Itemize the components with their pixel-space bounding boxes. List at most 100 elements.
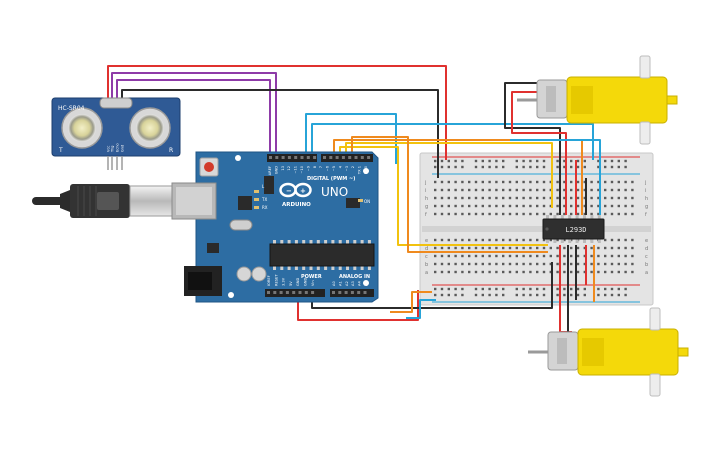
pin-label: 3.3V [282,277,286,286]
row-letter: d [645,246,648,252]
pin-label: 4 [338,165,342,168]
pin-label: 2 [351,166,355,168]
arduino-brand: ARDUINO [282,202,311,208]
header-top-right [321,154,373,162]
row-letter: d [425,246,428,252]
breadboard-channel [422,226,651,232]
pin-label: RESET [274,274,278,286]
pin-label: A2 [345,281,349,286]
svg-text:−: − [286,187,292,195]
row-letter: b [425,262,428,268]
svg-text:+: + [300,187,306,195]
wire-d3-yellow[interactable] [345,142,553,208]
wire-orange-bottom[interactable] [390,291,432,313]
led-on-label: ON [364,199,370,204]
pin-label: 12 [287,166,291,171]
power-label: POWER [301,274,322,280]
pin-label: AREF [268,166,272,175]
wire-chip-blue-1[interactable] [510,139,601,215]
row-letter: a [645,270,648,276]
pin-label: 5V [289,281,293,286]
sensor-pin-label: Gnd [121,145,125,152]
led-tx-label: TX [261,197,267,202]
wire-sensor-gnd[interactable] [121,89,439,178]
dc-motor-bottom[interactable] [528,307,689,397]
wire-d8-blue[interactable] [311,123,594,160]
wire-5v-red[interactable] [297,290,419,321]
dc-motor-top[interactable] [517,55,678,145]
sensor-pin-label: Trig [111,146,115,153]
digital-label: DIGITAL (PWM ~) [307,176,355,182]
pin-label: ~10 [300,165,304,173]
pin-label: A0 [332,281,336,286]
row-letter: c [645,254,648,260]
sensor-header-pins [107,156,123,170]
sensor-label-r: R [169,147,173,154]
wire-motor1-black[interactable] [504,82,561,215]
row-letter: a [425,270,428,276]
sensor-label-t: T [58,147,63,154]
pin-label: GND [274,166,278,174]
sensor-pin-label: Vcc [107,146,111,152]
row-letter: j [644,180,646,186]
pin-label: 8 [313,165,317,168]
row-letter: b [645,262,648,268]
row-letter: i [425,188,426,194]
analog-label: ANALOG IN [339,274,370,280]
sensor-crystal [99,97,133,109]
led-l-label: L [262,184,265,189]
row-letter: g [645,204,648,210]
usb-connector-metal [129,185,173,217]
led-rx-label: RX [262,205,268,210]
pin-label: A4 [358,281,362,286]
arduino-crystal [229,219,253,231]
regulator [207,243,219,253]
wire-d4-yellow[interactable] [339,146,548,246]
pin-label: IOREF [267,275,271,286]
arduino-model: UNO [321,185,348,199]
wire-d2-orange[interactable] [351,136,548,253]
pin-label: GND [304,278,308,286]
row-letter: f [645,212,647,218]
row-letter: g [425,204,428,210]
sensor-model-label: HC-SR04 [58,105,85,112]
pin-label: A1 [338,281,342,286]
row-letter: i [645,188,646,194]
atmega-chip [269,243,375,267]
usb-cable [32,184,173,218]
row-letter: c [425,254,428,260]
pin-label: ~9 [306,165,310,171]
header-top-left [267,154,317,162]
row-letter: j [424,180,426,186]
pin-label: TX 1 [358,166,362,175]
wire-sensor-echo[interactable] [116,79,271,157]
pin-label: ~5 [332,166,336,171]
pin-label: ~11 [294,166,298,174]
breadboard-holes [434,159,634,297]
pin-label: A3 [351,281,355,286]
pin-label: ~6 [326,165,330,171]
capacitor-1 [236,266,252,282]
pin-label: 7 [319,166,323,168]
l293d-chip[interactable]: L293D [542,215,605,243]
wire-motor1-red[interactable] [511,91,567,215]
pin-label: ~3 [345,166,349,171]
row-letter: e [425,238,428,244]
wire-sensor-trig[interactable] [111,72,277,157]
chip-label: L293D [565,226,586,234]
pin-label: 13 [281,166,285,171]
arduino-uno[interactable]: − + ARDUINO UNO DIGITAL (PWM ~) POWER AN… [171,151,379,303]
usb-controller-chip [238,196,252,210]
row-letter: e [645,238,648,244]
row-letter: h [645,196,648,202]
wire-blue-bottom[interactable] [406,299,436,319]
wire-sensor-vcc[interactable] [107,65,447,160]
wire-d5-orange[interactable] [333,139,583,215]
row-letter: h [425,196,428,202]
row-letter: f [425,212,427,218]
capacitor-2 [251,266,267,282]
